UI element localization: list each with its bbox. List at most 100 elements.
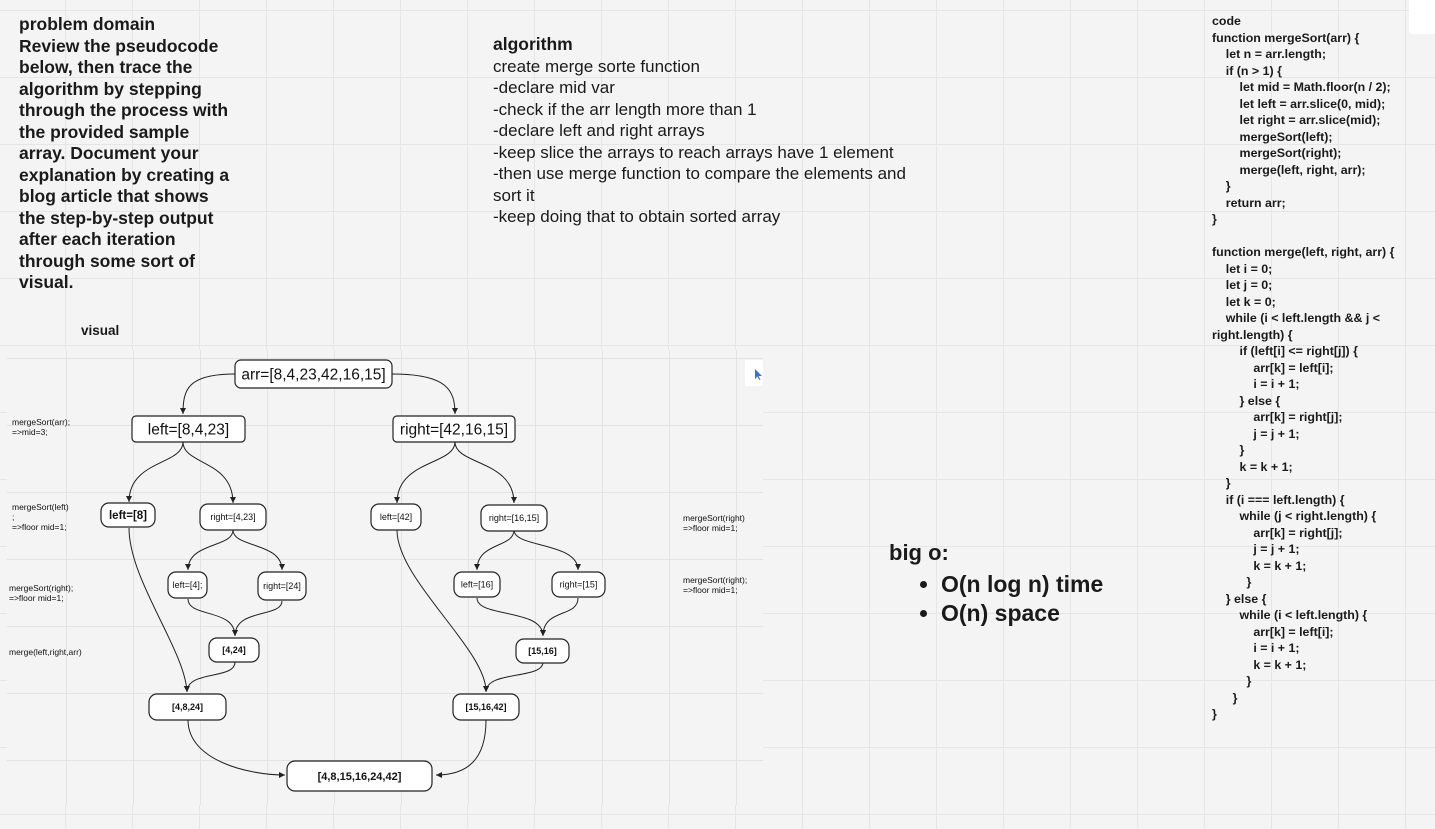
problem-line: through some sort of (19, 250, 195, 271)
code-line: } (1212, 179, 1231, 193)
edge-r423-l4 (185, 529, 234, 571)
merge-sort-diagram: arr=[8,4,23,42,16,15] left=[8,4,23] right=… (9, 359, 747, 792)
node-label: left=[8,4,23] (148, 421, 229, 438)
node-m1516[interactable]: [15,16] (515, 638, 570, 664)
edge-m4824-final (187, 719, 286, 778)
edge-l4-m424 (187, 598, 238, 637)
code-line: k = k + 1; (1212, 558, 1307, 573)
node-box (370, 503, 422, 531)
code-line: let mid = Math.floor(n / 2); (1212, 80, 1391, 94)
edge-r15-m1516 (540, 597, 579, 637)
visual-diagram-board[interactable]: arr=[8,4,23,42,16,15] left=[8,4,23] right=… (7, 350, 763, 805)
algorithm-steps: create merge sorte function -declare mid … (493, 56, 963, 228)
code-line: arr[k] = right[j]; (1212, 410, 1343, 424)
edge-right-l42 (394, 441, 456, 504)
edge-left-l8 (126, 441, 184, 503)
code-line: let i = 0; (1212, 261, 1273, 276)
code-line: merge(left, right, arr); (1212, 162, 1366, 177)
code-line: mergeSort(left); (1212, 129, 1333, 144)
annotation-n5a: mergeSort(right) (683, 513, 745, 523)
code-line: mergeSort(right); (1212, 146, 1342, 160)
node-l42[interactable]: left=[42] (370, 503, 422, 531)
code-line: j = j + 1; (1212, 542, 1300, 556)
problem-line: the provided sample (19, 121, 190, 142)
edge-r1615-r15 (513, 529, 581, 571)
code-line: function merge(left, right, arr) { (1212, 245, 1395, 259)
node-box (392, 415, 516, 443)
code-line: k = k + 1; (1212, 657, 1307, 672)
node-box (286, 760, 433, 792)
node-box (257, 571, 307, 601)
code-line: k = k + 1; (1212, 459, 1293, 474)
node-label: right=[15] (560, 580, 598, 590)
node-r24[interactable]: right=[24] (257, 571, 307, 601)
node-r423[interactable]: right=[4,23] (199, 503, 267, 531)
algorithm-text: algorithm create merge sorte function-de… (493, 34, 963, 228)
code-line: if (i === left.length) { (1212, 492, 1345, 507)
code-line: } else { (1212, 591, 1267, 606)
code-line: if (n > 1) { (1212, 63, 1282, 78)
edge-left-r423 (182, 441, 236, 504)
problem-line: blog article that shows (19, 186, 209, 206)
node-l16[interactable]: left=[16] (453, 571, 501, 598)
node-m424[interactable]: [4,24] (208, 637, 260, 663)
edge-r1615-l16 (474, 529, 515, 571)
edge-l8-m4824 (128, 527, 190, 693)
node-l4[interactable]: left=[4]; (167, 571, 208, 599)
algorithm-step-line: -then use merge function to compare the … (493, 164, 906, 183)
node-label: right=[16,15] (489, 513, 539, 523)
annotation-n3b: =>floor mid=1; (9, 593, 64, 603)
code-line: while (i < left.length) { (1212, 608, 1368, 622)
problem-line: array. Document your (19, 143, 199, 163)
code-line: right.length) { (1212, 327, 1293, 342)
code-line: i = i + 1; (1212, 641, 1300, 655)
code-line: let left = arr.slice(0, mid); (1212, 96, 1386, 111)
edge-l16-m1516 (476, 597, 546, 637)
node-root[interactable]: arr=[8,4,23,42,16,15] (234, 359, 393, 389)
code-line: } else { (1212, 393, 1281, 408)
node-l8[interactable]: left=[8] (100, 502, 156, 528)
node-right[interactable]: right=[42,16,15] (392, 415, 516, 443)
algorithm-step-line: -declare mid var (493, 78, 615, 97)
code-line: let k = 0; (1212, 294, 1276, 309)
edge-m1516-m151642 (483, 661, 544, 693)
node-m151642[interactable]: [15,16,42] (452, 693, 520, 721)
node-m4824[interactable]: [4,8,24] (148, 693, 227, 721)
big-o-title: big o: (889, 540, 949, 565)
node-final[interactable]: [4,8,15,16,24,42] (286, 760, 433, 792)
code-line: while (j < right.length) { (1212, 509, 1377, 523)
node-r15[interactable]: right=[15] (551, 571, 606, 598)
node-label: left=[16] (461, 580, 493, 590)
algorithm-step-line: create merge sorte function (493, 56, 700, 76)
node-left[interactable]: left=[8,4,23] (131, 415, 246, 443)
code-line: i = i + 1; (1212, 377, 1300, 391)
algorithm-step-line: -keep slice the arrays to reach arrays h… (493, 142, 894, 162)
node-r1615[interactable]: right=[16,15] (480, 504, 548, 532)
visual-label: visual (81, 323, 120, 338)
annotation-n1a: mergeSort(arr); (12, 417, 70, 427)
problem-line: below, then trace the (19, 57, 193, 77)
code-line: } (1212, 443, 1245, 457)
node-box (199, 503, 267, 531)
node-box (100, 502, 156, 528)
code-line: while (i < left.length && j < (1212, 311, 1380, 325)
edge-right-r1615 (454, 441, 517, 504)
diagram-nodes: arr=[8,4,23,42,16,15] left=[8,4,23] right=… (100, 359, 606, 792)
edge-root-left (180, 373, 236, 415)
problem-line: visual. (19, 272, 74, 292)
algorithm-step-line: -keep doing that to obtain sorted array (493, 207, 781, 226)
node-label: arr=[8,4,23,42,16,15] (241, 366, 385, 383)
annotation-n2b: ; (12, 512, 14, 522)
code-line: } (1212, 575, 1252, 589)
edge-m151642-final (435, 719, 487, 778)
code-line: } (1212, 212, 1217, 226)
code-line: let n = arr.length; (1212, 47, 1326, 61)
code-line: arr[k] = left[i]; (1212, 360, 1334, 375)
algorithm-step-line: -declare left and right arrays (493, 121, 705, 140)
node-box (453, 571, 501, 598)
code-line: } (1212, 674, 1252, 688)
problem-line: the step-by-step output (19, 207, 214, 228)
big-o-section: big o: O(n log n) time O(n) space (889, 540, 1103, 628)
node-label: [15,16,42] (465, 702, 506, 712)
